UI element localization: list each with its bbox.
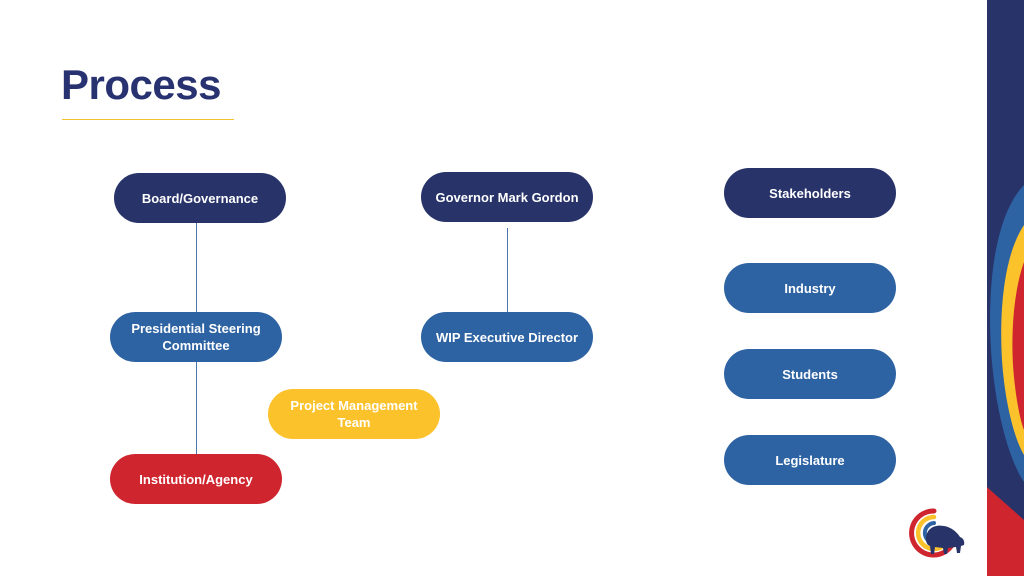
slide-title: Process (61, 61, 221, 108)
connector-governor-wip (507, 228, 508, 312)
node-project-management-team: Project Management Team (268, 389, 440, 439)
node-students: Students (724, 349, 896, 399)
bison-logo-icon (904, 505, 968, 561)
node-governor: Governor Mark Gordon (421, 172, 593, 222)
node-presidential-steering-committee: Presidential Steering Committee (110, 312, 282, 362)
title-underline (62, 119, 234, 120)
decorative-side-band (987, 0, 1024, 576)
node-institution-agency: Institution/Agency (110, 454, 282, 504)
node-wip-executive-director: WIP Executive Director (421, 312, 593, 362)
node-industry: Industry (724, 263, 896, 313)
connector-presidential-institution (196, 362, 197, 454)
connector-board-presidential (196, 222, 197, 312)
node-board-governance: Board/Governance (114, 173, 286, 223)
node-stakeholders: Stakeholders (724, 168, 896, 218)
node-legislature: Legislature (724, 435, 896, 485)
